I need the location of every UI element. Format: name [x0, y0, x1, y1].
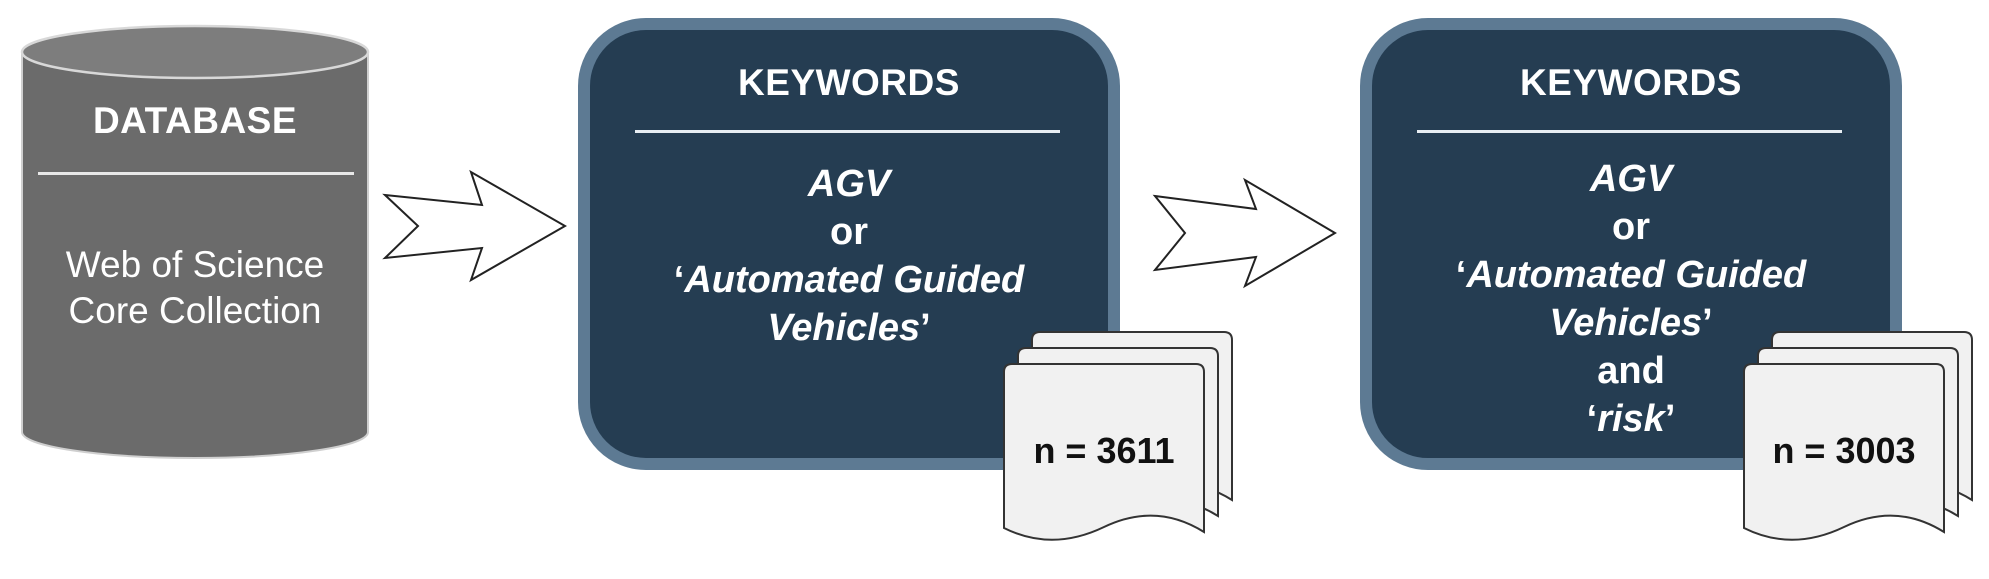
- keyword-risk-2: risk: [1597, 398, 1665, 440]
- keywords-divider-1: [635, 130, 1060, 133]
- database-name: Web of Science Core Collection: [30, 242, 360, 334]
- operator-and-2: and: [1597, 350, 1665, 392]
- result-count-2: n = 3003: [1772, 430, 1916, 471]
- keywords-query-1: AGV or ‘Automated Guided Vehicles’: [673, 163, 1025, 349]
- keywords-title-2: KEYWORDS: [1520, 62, 1742, 103]
- keyword-vehicles-1: Vehicles: [767, 307, 921, 349]
- document-stack-2: [1743, 331, 1973, 541]
- document-stack-1: [1003, 331, 1233, 541]
- operator-or-2: or: [1612, 206, 1650, 248]
- database-name-line1: Web of Science: [65, 244, 325, 285]
- database-divider: [38, 172, 354, 175]
- keyword-vehicles-2: Vehicles: [1549, 302, 1703, 344]
- keyword-agv-1: AGV: [807, 163, 891, 205]
- keywords-divider-2: [1417, 130, 1842, 133]
- arrow-1: [382, 169, 568, 283]
- arrow-2: [1152, 177, 1337, 289]
- database-name-line2: Core Collection: [68, 290, 322, 331]
- keyword-automated-guided-2: Automated Guided: [1466, 254, 1807, 296]
- database-cylinder: [20, 24, 370, 459]
- keywords-box-1: [578, 18, 1120, 470]
- keyword-automated-guided-1: Automated Guided: [684, 259, 1025, 301]
- operator-or-1: or: [830, 211, 868, 253]
- result-count-1: n = 3611: [1033, 430, 1175, 471]
- keywords-title-1: KEYWORDS: [738, 62, 960, 103]
- keyword-agv-2: AGV: [1589, 158, 1673, 200]
- keywords-query-2: AGV or ‘Automated Guided Vehicles’ and ‘…: [1455, 158, 1807, 440]
- database-title: DATABASE: [92, 100, 298, 141]
